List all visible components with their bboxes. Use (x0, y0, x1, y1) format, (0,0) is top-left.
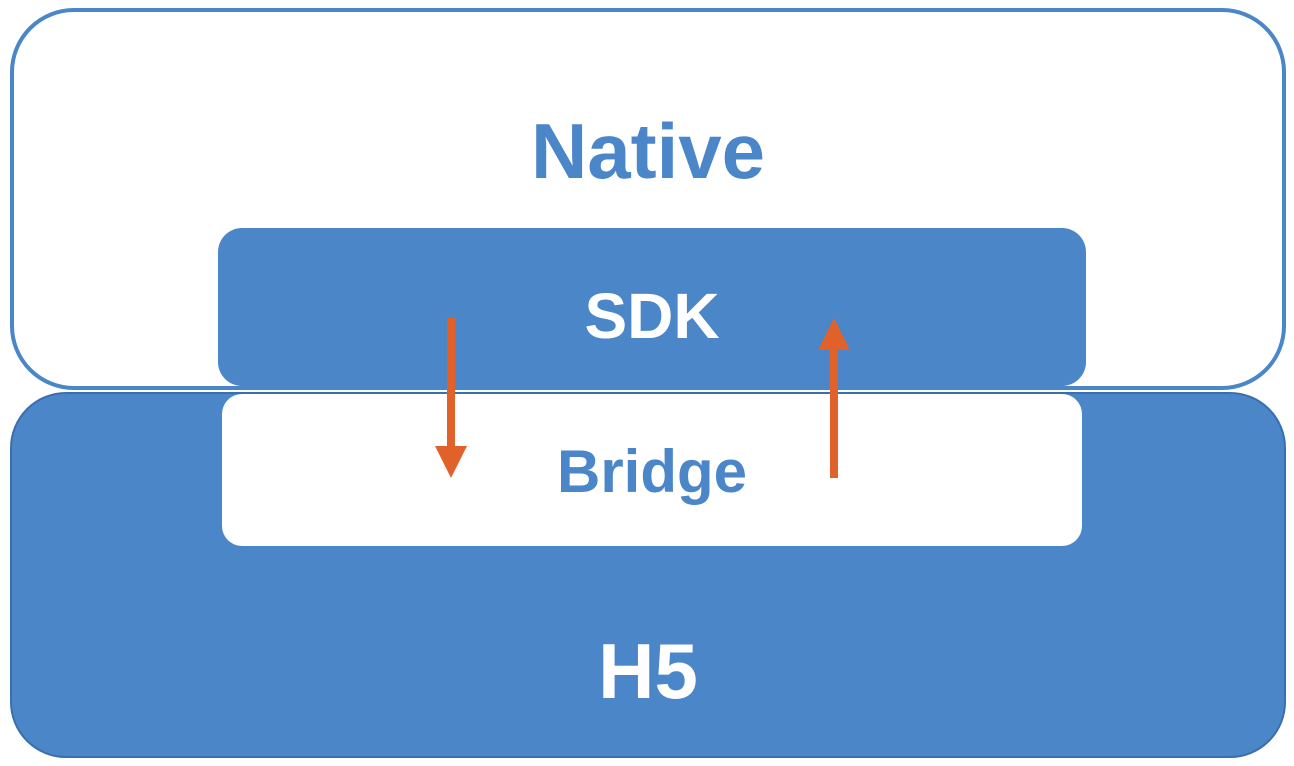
sdk-label: SDK (584, 280, 720, 352)
h5-label: H5 (598, 627, 698, 715)
bridge-block: Bridge (222, 394, 1082, 546)
bridge-label: Bridge (556, 438, 748, 505)
sdk-block: SDK (218, 228, 1086, 386)
native-label: Native (530, 107, 766, 195)
